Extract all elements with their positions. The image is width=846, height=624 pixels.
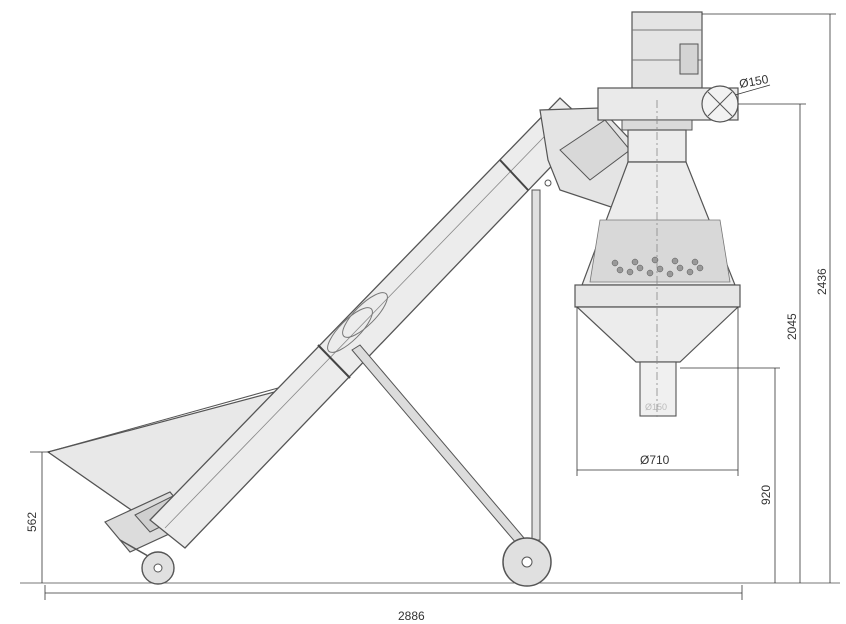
- dim-cone-diameter: Ø710: [640, 453, 670, 467]
- small-wheel: [141, 551, 175, 585]
- dim-total-height: 2436: [815, 268, 829, 295]
- dim-pipe-diameter: Ø150: [738, 72, 770, 91]
- dim-bottom-outlet-height: 920: [759, 485, 773, 505]
- vertical-support-leg: [531, 189, 541, 541]
- collection-cone: [574, 284, 741, 417]
- dim-outlet-height: 2045: [785, 313, 799, 340]
- separator-body: [581, 161, 736, 286]
- inclined-screw-tube: [149, 97, 591, 549]
- motor: [631, 11, 703, 89]
- dim-hopper-height: 562: [25, 512, 39, 532]
- dimension-lines: [30, 13, 836, 600]
- dim-total-length: 2886: [398, 609, 425, 623]
- diagonal-strut: [351, 344, 531, 551]
- fan-housing: [597, 85, 739, 123]
- dim-outlet-small-diameter: Ø150: [645, 402, 667, 412]
- large-wheel: [502, 537, 552, 587]
